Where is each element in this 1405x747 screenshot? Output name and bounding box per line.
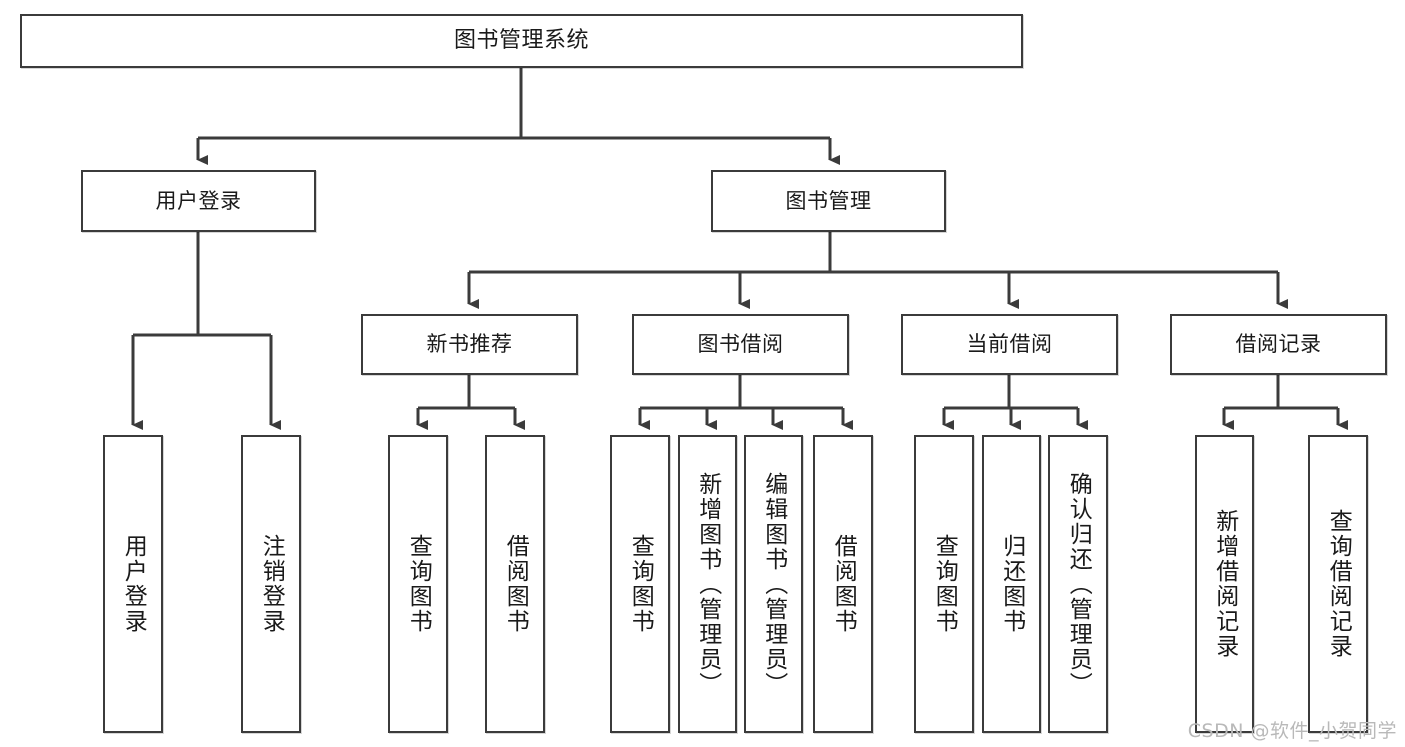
leaf-current-query[interactable]: 查询图书: [914, 435, 974, 733]
node-book-borrow[interactable]: 图书借阅: [632, 314, 849, 375]
node-label: 编辑图书（管理员）: [760, 471, 787, 697]
node-label: 查询借阅记录: [1325, 509, 1352, 659]
node-label: 图书管理系统: [453, 28, 589, 54]
node-book-management[interactable]: 图书管理: [711, 170, 946, 232]
node-label: 注销登录: [258, 534, 285, 634]
leaf-new-book-borrow[interactable]: 借阅图书: [485, 435, 545, 733]
node-user-login[interactable]: 用户登录: [81, 170, 316, 232]
leaf-borrow-query[interactable]: 查询图书: [610, 435, 670, 733]
node-new-book-recommend[interactable]: 新书推荐: [361, 314, 578, 375]
node-label: 图书管理: [785, 188, 872, 213]
leaf-current-confirm-return[interactable]: 确认归还（管理员）: [1048, 435, 1108, 733]
node-label: 用户登录: [155, 188, 242, 213]
node-borrow-records[interactable]: 借阅记录: [1170, 314, 1387, 375]
leaf-borrow-edit-book[interactable]: 编辑图书（管理员）: [744, 435, 803, 733]
node-label: 查询图书: [931, 534, 958, 634]
leaf-user-login-logout[interactable]: 注销登录: [241, 435, 301, 733]
leaf-user-login-login[interactable]: 用户登录: [103, 435, 163, 733]
leaf-new-book-query[interactable]: 查询图书: [388, 435, 448, 733]
node-label: 归还图书: [998, 534, 1025, 634]
node-label: 图书借阅: [697, 332, 784, 357]
leaf-current-return[interactable]: 归还图书: [982, 435, 1041, 733]
leaf-records-query[interactable]: 查询借阅记录: [1308, 435, 1368, 733]
node-current-borrow[interactable]: 当前借阅: [901, 314, 1118, 375]
leaf-records-add[interactable]: 新增借阅记录: [1195, 435, 1254, 733]
leaf-borrow-borrow-book[interactable]: 借阅图书: [813, 435, 873, 733]
leaf-borrow-add-book[interactable]: 新增图书（管理员）: [678, 435, 737, 733]
node-label: 新书推荐: [426, 332, 513, 357]
node-label: 查询图书: [405, 534, 432, 634]
node-root-system[interactable]: 图书管理系统: [20, 14, 1023, 68]
node-label: 新增图书（管理员）: [694, 471, 721, 697]
node-label: 当前借阅: [966, 332, 1053, 357]
node-label: 新增借阅记录: [1211, 509, 1238, 659]
node-label: 查询图书: [627, 534, 654, 634]
node-label: 借阅记录: [1235, 332, 1322, 357]
node-label: 借阅图书: [502, 534, 529, 634]
node-label: 借阅图书: [830, 534, 857, 634]
watermark-text: CSDN @软件_小贺同学: [1187, 720, 1397, 742]
node-label: 确认归还（管理员）: [1065, 471, 1092, 697]
node-label: 用户登录: [120, 534, 147, 634]
